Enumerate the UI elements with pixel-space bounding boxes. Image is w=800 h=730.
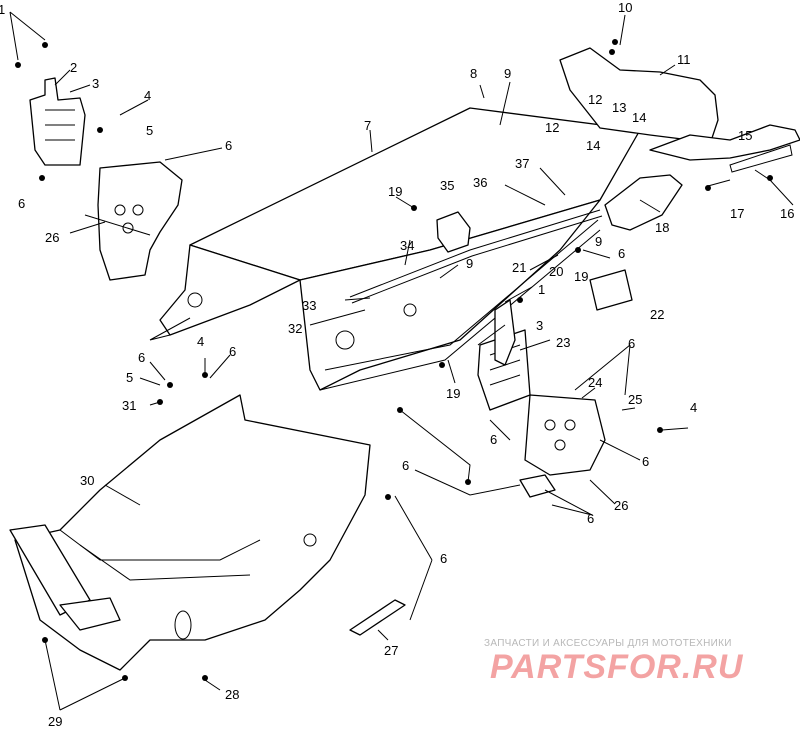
callout-6: 6 [225,138,232,153]
pedestal-part [494,299,516,366]
callout-30: 30 [80,473,94,488]
callout-6: 6 [229,344,236,359]
callout-34: 34 [400,238,414,253]
callout-1: 1 [538,282,545,297]
watermark-tagline: ЗАПЧАСТИ И АКСЕССУАРЫ ДЛЯ МОТОТЕХНИКИ [484,638,732,649]
callout-5: 5 [146,123,153,138]
callout-9: 9 [504,66,511,81]
callout-37: 37 [515,156,529,171]
callout-27: 27 [384,643,398,658]
callout-32: 32 [288,321,302,336]
small-bracket [519,474,556,498]
callout-12: 12 [588,92,602,107]
watermark-brand: PARTSFOR.RU [490,648,744,686]
bracket-22 [589,269,633,311]
rear-flap-part [559,47,719,141]
callout-2: 2 [70,60,77,75]
tunnel-part [149,107,641,391]
rear-bumper-part [649,124,800,173]
callout-8: 8 [470,66,477,81]
callout-12: 12 [545,120,559,135]
callout-6: 6 [440,551,447,566]
callout-25: 25 [628,392,642,407]
callout-19: 19 [446,386,460,401]
callout-20: 20 [549,264,563,279]
callout-14: 14 [632,110,646,125]
fastener-dots [15,39,773,681]
callout-23: 23 [556,335,570,350]
plate-26-lower [524,394,606,476]
front-bracket-left [29,77,86,166]
crossbar-part [349,209,603,304]
leader-lines [9,11,794,711]
callout-26: 26 [614,498,628,513]
callout-36: 36 [473,175,487,190]
callout-9: 9 [595,234,602,249]
callout-22: 22 [650,307,664,322]
callout-18: 18 [655,220,669,235]
callout-9: 9 [466,256,473,271]
callout-15: 15 [738,128,752,143]
callout-10: 10 [618,0,632,15]
callout-11: 11 [677,52,691,67]
bracket-35 [436,211,471,253]
callout-6: 6 [402,458,409,473]
callout-28: 28 [225,687,239,702]
callout-6: 6 [490,432,497,447]
callout-19: 19 [574,269,588,284]
callout-6: 6 [18,196,25,211]
watermark: ЗАПЧАСТИ И АКСЕССУАРЫ ДЛЯ МОТОТЕХНИКИ PA… [484,638,744,686]
callout-19: 19 [388,184,402,199]
callout-26: 26 [45,230,59,245]
callout-21: 21 [512,260,526,275]
callout-29: 29 [48,714,62,729]
callout-4: 4 [690,400,697,415]
callout-35: 35 [440,178,454,193]
plate-27 [349,599,406,636]
callout-6: 6 [618,246,625,261]
callout-31: 31 [122,398,136,413]
callout-3: 3 [92,76,99,91]
callout-4: 4 [197,334,204,349]
callout-1: 1 [0,2,5,17]
plate-26-upper [84,161,183,281]
callout-6: 6 [642,454,649,469]
callout-24: 24 [588,375,602,390]
callout-33: 33 [302,298,316,313]
callout-5: 5 [126,370,133,385]
callout-6: 6 [138,350,145,365]
callout-3: 3 [536,318,543,333]
chassis-part [9,394,371,671]
callout-17: 17 [730,206,744,221]
callout-16: 16 [780,206,794,221]
callout-7: 7 [364,118,371,133]
callout-4: 4 [144,88,151,103]
callout-13: 13 [612,100,626,115]
callout-14: 14 [586,138,600,153]
callout-6: 6 [587,511,594,526]
callout-6: 6 [628,336,635,351]
